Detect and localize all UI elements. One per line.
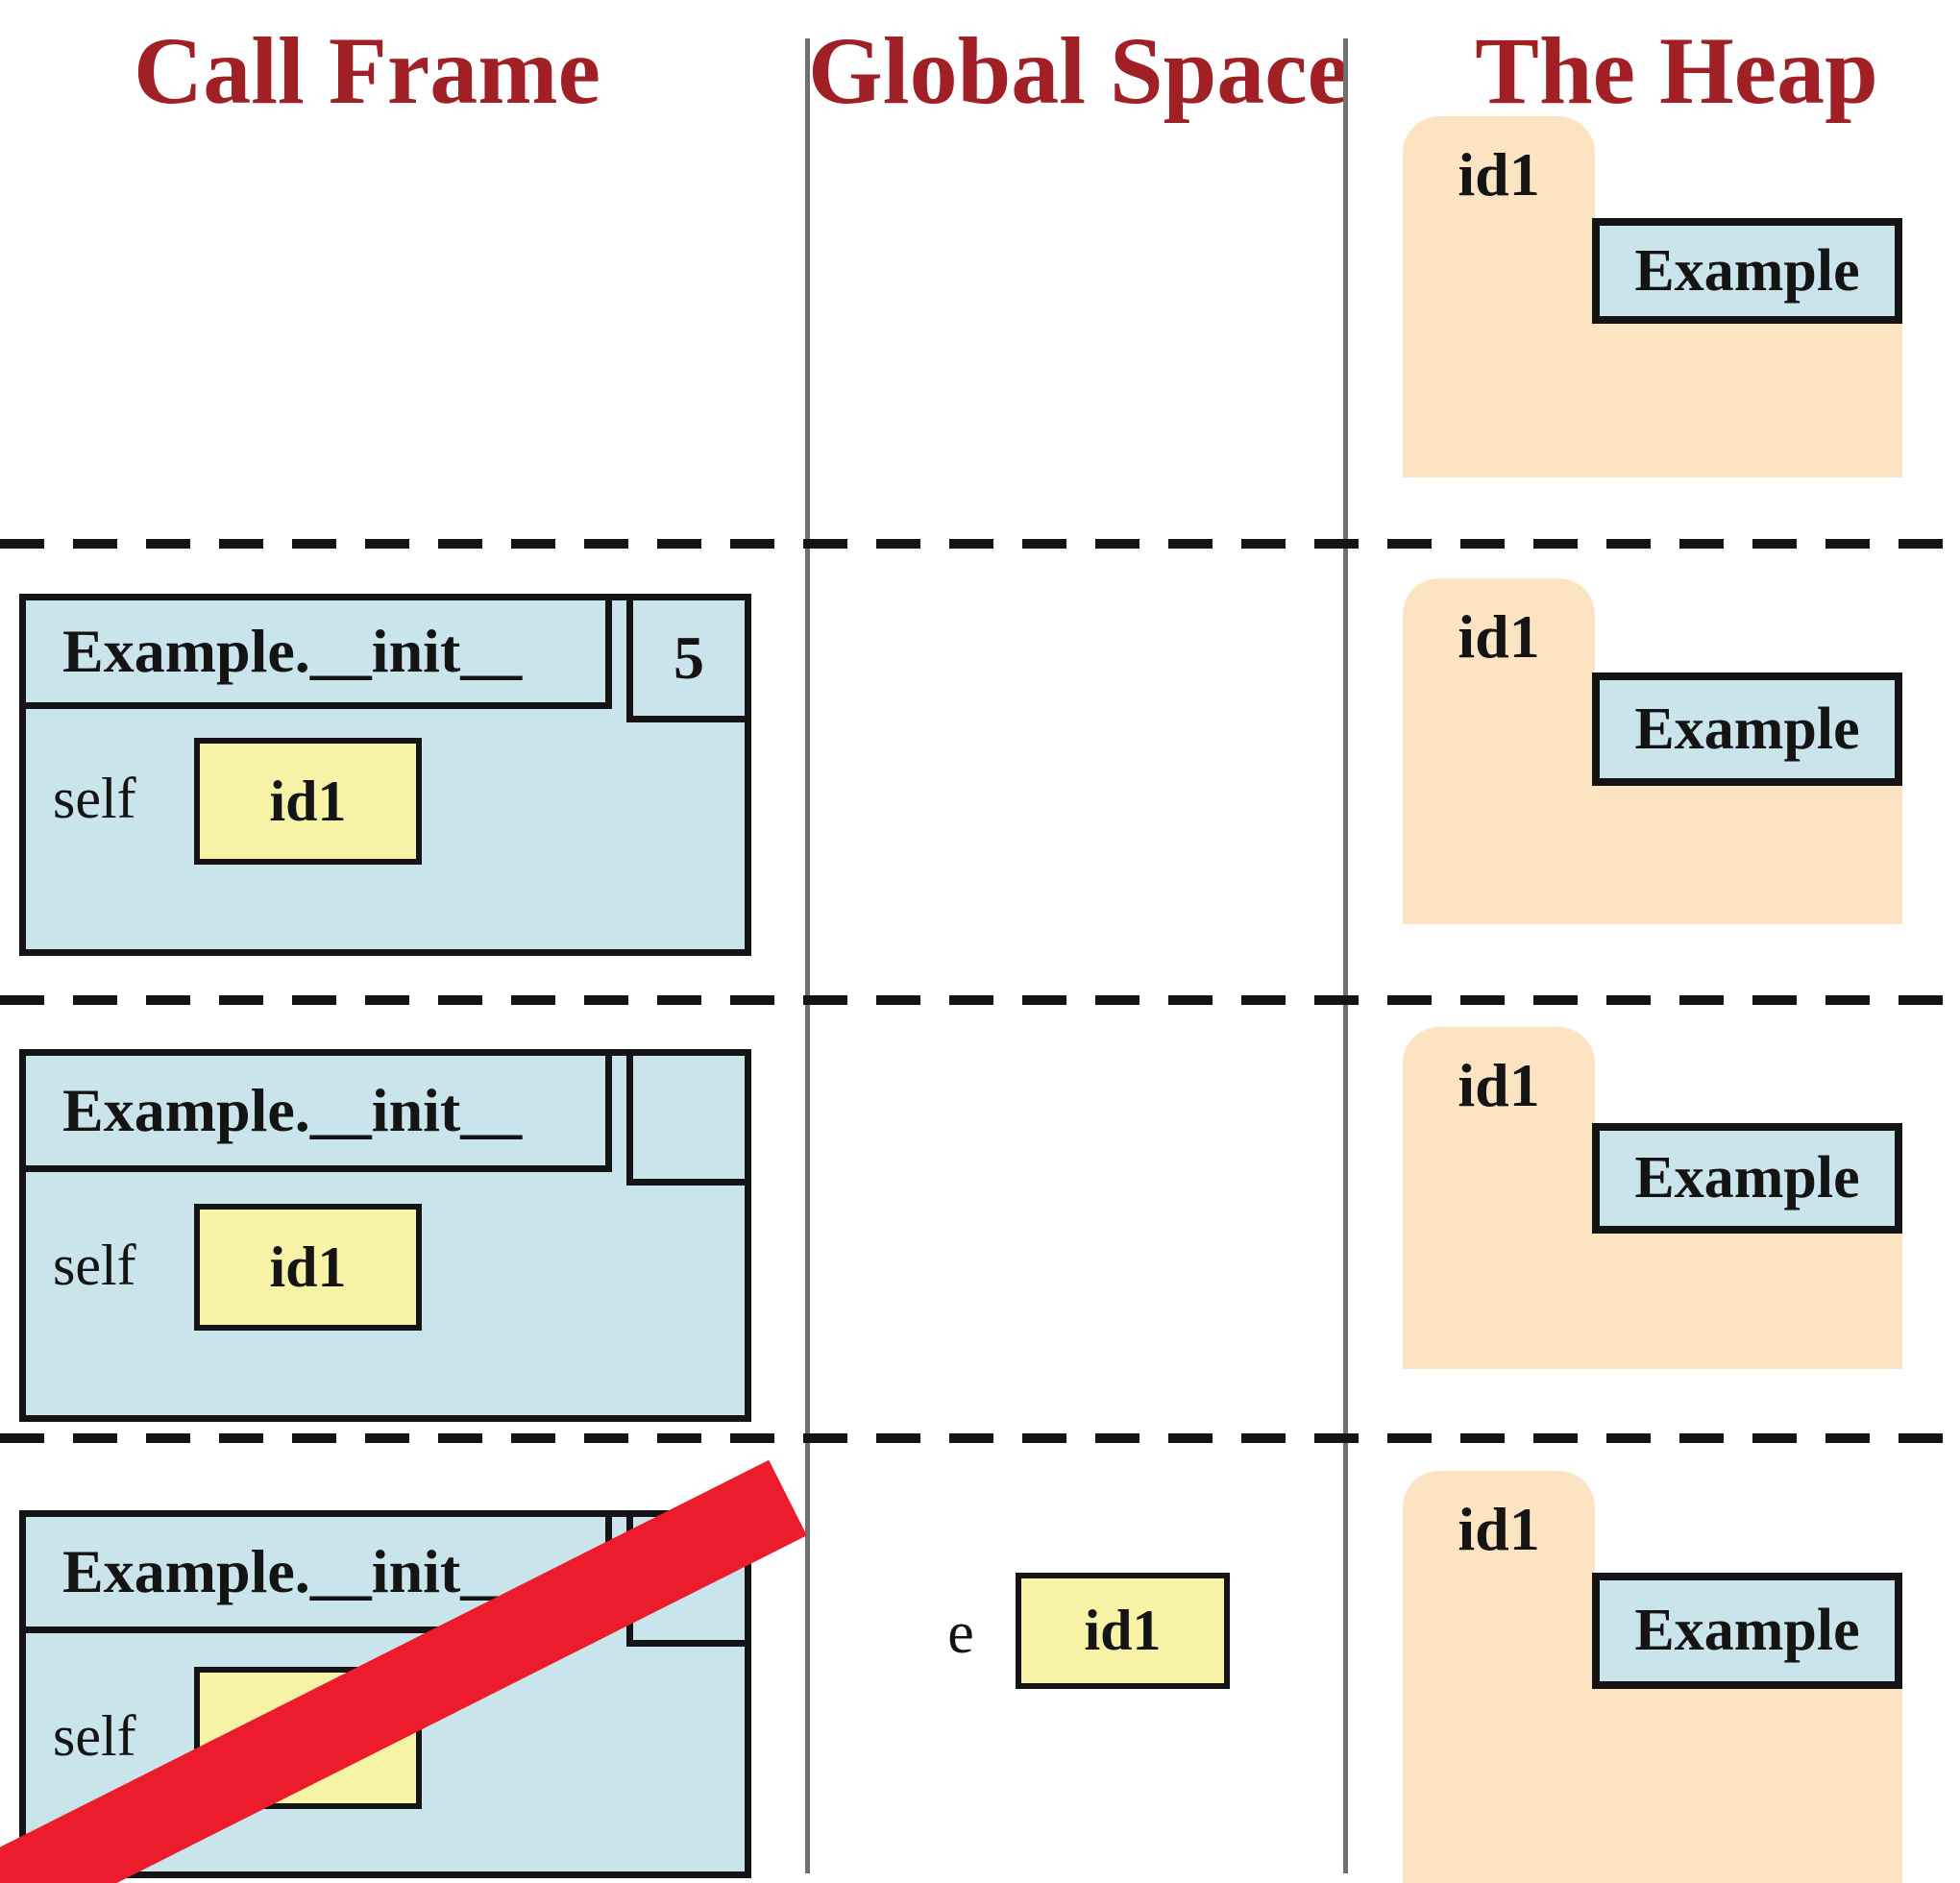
column-divider-right — [1343, 38, 1348, 1873]
call-frame-title: Example.__init__ — [62, 1076, 523, 1144]
object-id-label: id1 — [1458, 1051, 1540, 1119]
global-variable-value-box: id1 — [1016, 1573, 1230, 1689]
call-frame-title-box: Example.__init__ — [19, 1049, 612, 1172]
row-divider-dashed — [0, 1433, 1960, 1443]
object-id-label: id1 — [1458, 140, 1540, 208]
global-variable-name-e: e — [947, 1601, 974, 1666]
call-frame-2: Example.__init__ self id1 — [19, 1049, 751, 1422]
variable-name-self: self — [53, 1234, 136, 1297]
object-id-label: id1 — [1458, 602, 1540, 671]
object-class-box: Example — [1592, 1573, 1902, 1689]
variable-name-self: self — [53, 767, 136, 830]
program-counter-box: 5 — [626, 594, 751, 722]
call-frame-3-erased: Example.__init__ self id1 — [19, 1510, 751, 1878]
column-title-heap: The Heap — [1475, 17, 1878, 124]
column-title-call-frame: Call Frame — [134, 17, 600, 124]
heap-object-folder-2: Example id1 — [1403, 578, 1902, 924]
object-id-label: id1 — [1458, 1495, 1540, 1563]
program-counter-box — [626, 1049, 751, 1186]
column-divider-left — [805, 38, 810, 1873]
variable-value-box: id1 — [194, 1204, 422, 1331]
program-counter-box — [626, 1510, 751, 1647]
object-class-box: Example — [1592, 1123, 1902, 1234]
object-class-box: Example — [1592, 672, 1902, 786]
call-frame-title: Example.__init__ — [62, 617, 523, 685]
heap-object-folder-4: Example id1 — [1403, 1471, 1902, 1883]
call-frame-title-box: Example.__init__ — [19, 594, 612, 709]
object-class-box: Example — [1592, 218, 1902, 324]
call-frame-title: Example.__init__ — [62, 1537, 523, 1605]
column-title-global-space: Global Space — [808, 17, 1350, 124]
heap-object-folder-1: Example id1 — [1403, 116, 1902, 477]
variable-value-box: id1 — [194, 738, 422, 865]
call-frame-1: Example.__init__ 5 self id1 — [19, 594, 751, 956]
row-divider-dashed — [0, 995, 1960, 1005]
call-frame-title-box: Example.__init__ — [19, 1510, 612, 1633]
variable-value-box: id1 — [194, 1667, 422, 1809]
heap-object-folder-3: Example id1 — [1403, 1027, 1902, 1369]
row-divider-dashed — [0, 539, 1960, 549]
variable-name-self: self — [53, 1704, 136, 1768]
